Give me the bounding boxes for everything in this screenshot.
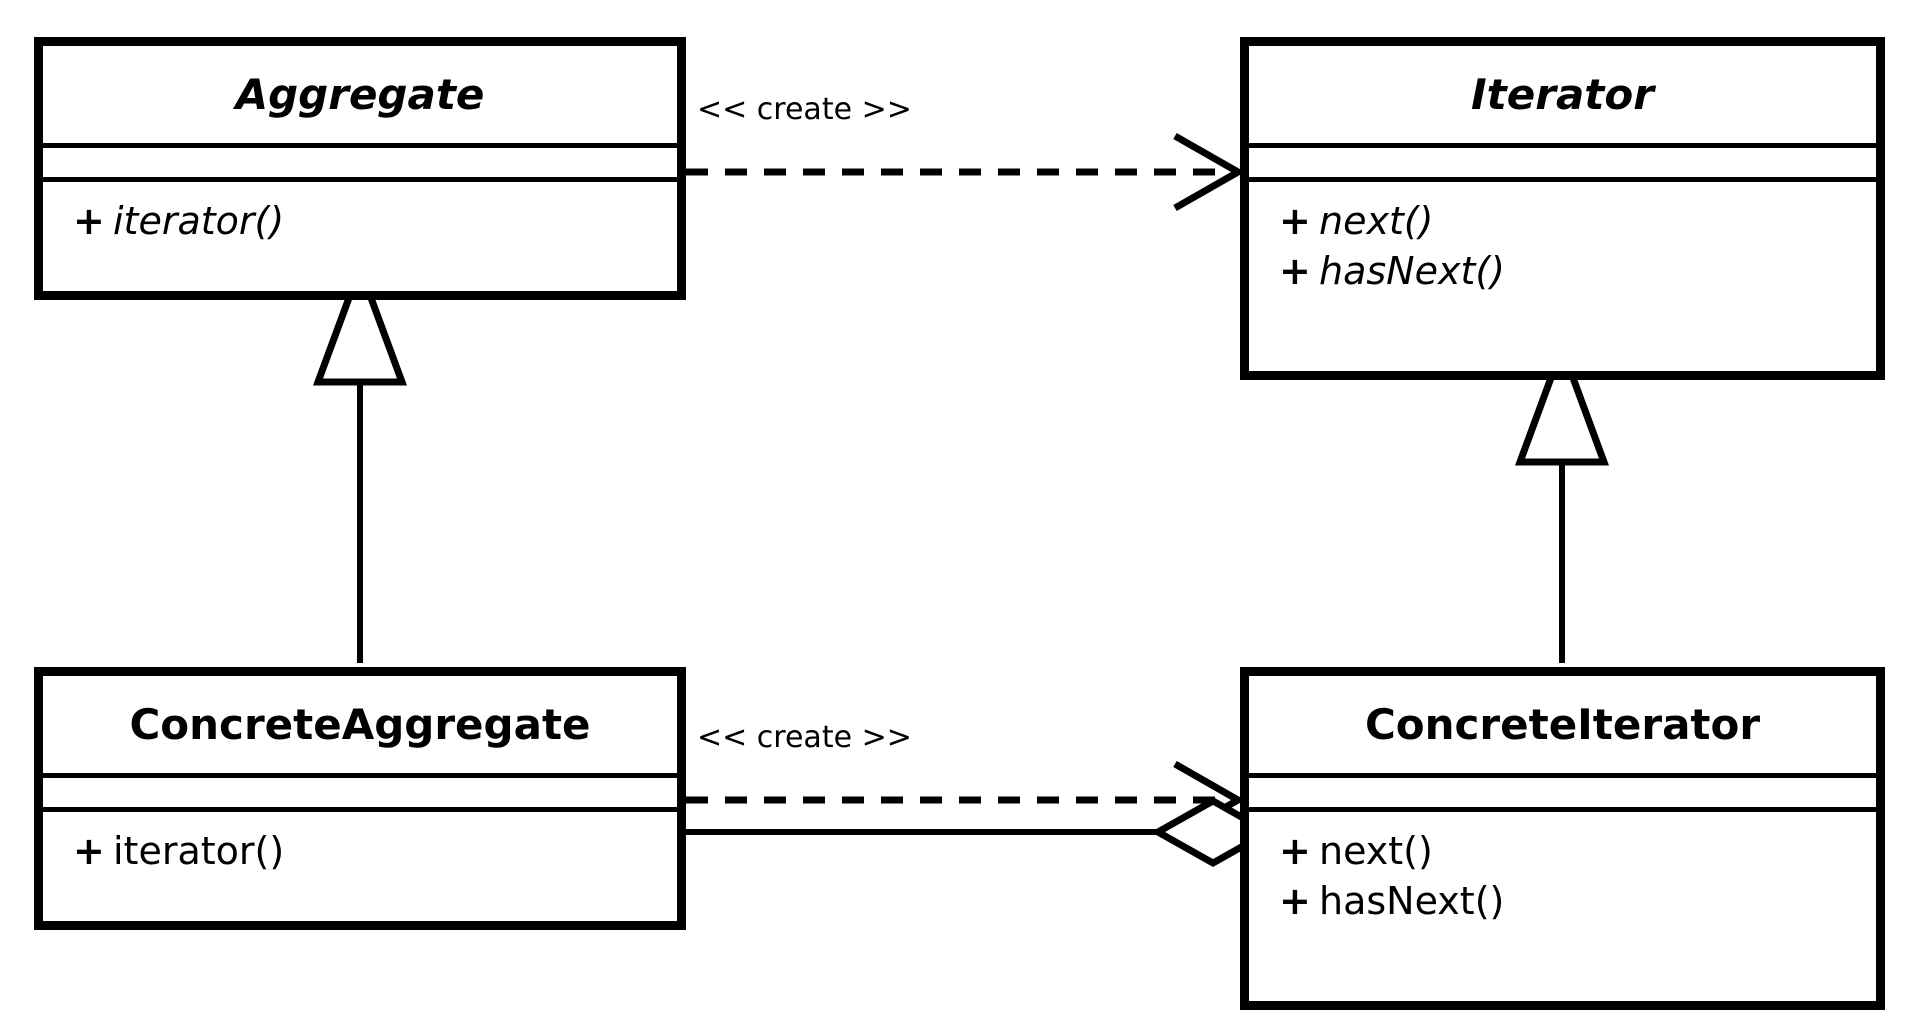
uml-class-concrete-aggregate[interactable]: ConcreteAggregate + iterator() xyxy=(34,667,686,930)
operation-visibility: + xyxy=(1279,879,1311,923)
class-operations-concrete-aggregate: + iterator() xyxy=(43,807,677,921)
relationship-create-concrete xyxy=(686,760,1246,840)
class-attributes-aggregate xyxy=(43,143,677,177)
class-operations-aggregate: + iterator() xyxy=(43,177,677,291)
open-arrowhead-concrete xyxy=(1173,760,1246,840)
class-name-aggregate: Aggregate xyxy=(235,69,485,119)
operation-signature: hasNext() xyxy=(1319,879,1505,923)
operation-signature: hasNext() xyxy=(1319,249,1506,293)
relationship-label-create-concrete: << create >> xyxy=(697,720,912,755)
operation-row: + next() xyxy=(1249,196,1876,246)
uml-class-iterator[interactable]: Iterator + next() + hasNext() xyxy=(1240,37,1885,380)
relationship-create-abstract xyxy=(686,132,1246,212)
class-name-concrete-iterator: ConcreteIterator xyxy=(1364,699,1761,749)
class-operations-iterator: + next() + hasNext() xyxy=(1249,177,1876,371)
operation-visibility: + xyxy=(1279,829,1311,873)
operation-visibility: + xyxy=(73,199,105,243)
operation-row: + hasNext() xyxy=(1249,876,1876,926)
relationship-inherit-aggregate xyxy=(312,257,408,663)
operation-row: + next() xyxy=(1249,826,1876,876)
relationship-aggregation xyxy=(686,796,1276,868)
uml-class-concrete-iterator[interactable]: ConcreteIterator + next() + hasNext() xyxy=(1240,667,1885,1010)
operation-row: + iterator() xyxy=(43,826,677,876)
uml-class-aggregate[interactable]: Aggregate + iterator() xyxy=(34,37,686,300)
open-arrowhead-abstract xyxy=(1173,132,1246,212)
operation-row: + iterator() xyxy=(43,196,677,246)
class-name-iterator: Iterator xyxy=(1471,69,1654,119)
class-attributes-concrete-iterator xyxy=(1249,773,1876,807)
class-operations-concrete-iterator: + next() + hasNext() xyxy=(1249,807,1876,1001)
class-name-concrete-aggregate: ConcreteAggregate xyxy=(129,699,591,749)
operation-visibility: + xyxy=(1279,249,1311,293)
operation-row: + hasNext() xyxy=(1249,246,1876,296)
operation-visibility: + xyxy=(1279,199,1311,243)
operation-signature: iterator() xyxy=(113,829,285,873)
operation-signature: next() xyxy=(1319,829,1433,873)
operation-signature: next() xyxy=(1319,199,1434,243)
operation-visibility: + xyxy=(73,829,105,873)
class-attributes-concrete-aggregate xyxy=(43,773,677,807)
operation-signature: iterator() xyxy=(113,199,285,243)
class-attributes-iterator xyxy=(1249,143,1876,177)
relationship-label-create-abstract: << create >> xyxy=(697,92,912,127)
relationship-inherit-iterator xyxy=(1514,337,1610,663)
